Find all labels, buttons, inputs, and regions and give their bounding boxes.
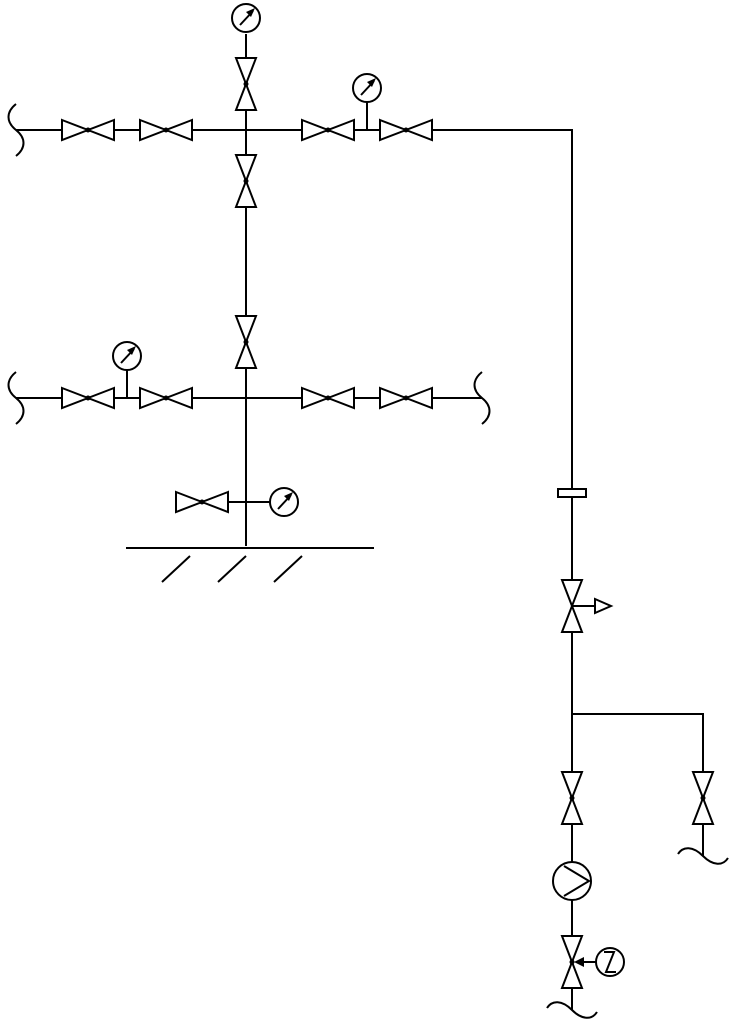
lightning-icon [604, 951, 616, 973]
solenoid-valve-bottom[interactable] [560, 935, 625, 989]
pump[interactable] [552, 861, 592, 901]
gate-valve-riser-lower[interactable] [234, 315, 258, 369]
gate-valve-middle-4[interactable] [379, 386, 433, 410]
gauge-needle-icon [367, 78, 376, 87]
gauge-needle-icon [284, 492, 293, 501]
ground-surface [126, 547, 374, 583]
gate-valve-top-1[interactable] [61, 118, 115, 142]
pipe-top-header [16, 129, 573, 488]
pressure-gauge-middle-left[interactable] [112, 341, 142, 371]
pressure-gauge-riser-top[interactable] [231, 3, 261, 33]
pipe-right-branch [572, 713, 704, 856]
pump-impeller-icon [563, 865, 591, 897]
gate-valve-top-3[interactable] [301, 118, 355, 142]
gate-valve-middle-3[interactable] [301, 386, 355, 410]
actuator-arrow-icon [574, 957, 584, 967]
gate-valve-riser-upper[interactable] [234, 154, 258, 208]
pipe-network [16, 34, 704, 1010]
gate-valve-right-branch[interactable] [691, 771, 715, 825]
pressure-gauge-top-right[interactable] [352, 73, 382, 103]
gate-valve-lower-branch[interactable] [175, 490, 229, 514]
pipe-break-right-branch [677, 847, 729, 865]
pressure-gauge-lower-branch[interactable] [269, 487, 299, 517]
gate-valve-top-2[interactable] [139, 118, 193, 142]
three-way-outlet-arrow-icon [594, 597, 614, 615]
gauge-needle-icon [246, 8, 255, 17]
gate-valve-middle-2[interactable] [139, 386, 193, 410]
gate-valve-riser-top[interactable] [234, 57, 258, 111]
pipe-break-bottom [546, 1001, 598, 1019]
gauge-needle-icon [127, 346, 136, 355]
gate-valve-top-4[interactable] [379, 118, 433, 142]
three-way-valve[interactable] [560, 579, 614, 633]
flange [557, 488, 587, 498]
pipe-break-top-left [7, 103, 25, 157]
gate-valve-right-riser[interactable] [560, 771, 584, 825]
pipe-break-middle-left [7, 371, 25, 425]
gate-valve-middle-1[interactable] [61, 386, 115, 410]
pipe-break-middle-right [473, 371, 491, 425]
